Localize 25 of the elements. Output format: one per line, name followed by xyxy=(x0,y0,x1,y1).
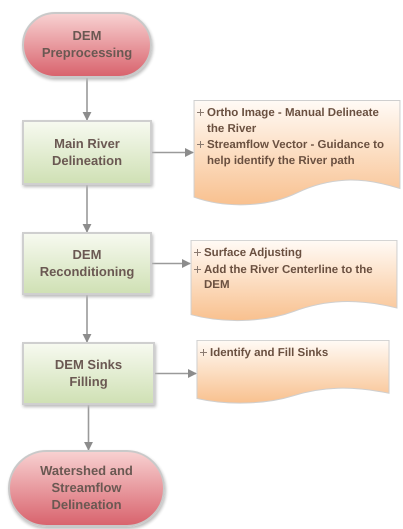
arrow xyxy=(152,259,191,268)
process-box xyxy=(22,342,155,405)
node-label: DEM Reconditioning xyxy=(38,246,136,280)
node-label: Watershed and Streamflow Delineation xyxy=(39,463,134,514)
bullet-text: Ortho Image - Manual Delineate the River xyxy=(207,106,380,137)
document-shape xyxy=(193,100,401,208)
node-label: DEM Sinks Filling xyxy=(54,356,124,390)
document-shape xyxy=(190,240,398,323)
arrow xyxy=(82,185,92,233)
bullet-text: Identify and Fill Sinks xyxy=(210,346,328,361)
arrow xyxy=(82,295,92,343)
node-label: DEM Preprocessing xyxy=(40,28,134,62)
terminator-shape xyxy=(22,12,152,78)
bullet-text: Surface Adjusting xyxy=(204,246,302,261)
node-label: Main River Delineation xyxy=(50,136,124,170)
arrow xyxy=(84,405,93,451)
terminator-shape xyxy=(8,450,165,527)
arrow xyxy=(152,148,194,157)
bullet-text: Add the River Centerline to the DEM xyxy=(204,262,374,294)
arrow xyxy=(82,78,92,121)
arrow xyxy=(155,369,197,378)
process-box xyxy=(22,232,152,295)
document-shape xyxy=(196,340,390,405)
process-box xyxy=(22,120,152,185)
bullet-text: Streamflow Vector - Guidance to help identify the River path xyxy=(207,138,386,169)
